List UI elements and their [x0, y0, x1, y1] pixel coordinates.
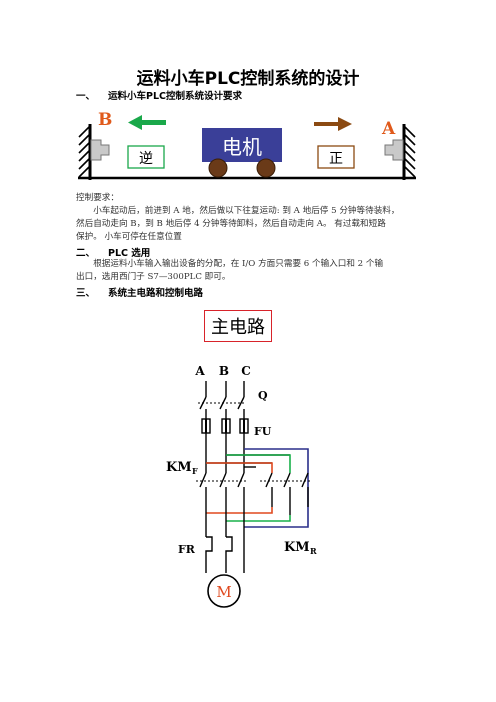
section-2-line-1: 根据运料小车输入输出设备的分配，在 I/O 方面只需要 6 个输入口和 2 个输: [93, 259, 384, 269]
fuse-elements: [205, 419, 245, 433]
kmr-subscript: R: [310, 546, 317, 556]
forward-box: [317, 145, 355, 169]
kmr-label: KM: [284, 540, 310, 555]
green-wire-bottom: [226, 515, 291, 522]
supply-lines: [199, 381, 245, 419]
section-3-number: 三、: [76, 288, 96, 299]
kmf-contacts: [199, 472, 245, 507]
motor-label: 电机: [222, 135, 262, 159]
fr-label: FR: [178, 543, 196, 556]
lines-to-fr: [205, 507, 245, 573]
left-limit-switch: [90, 139, 110, 161]
right-limit-switch: [384, 139, 404, 161]
left-wall-hatching: [78, 125, 91, 178]
main-circuit-diagram: A B C Q FU: [166, 364, 317, 608]
reverse-arrow-icon: [128, 115, 166, 130]
control-requirements-label: 控制要求：: [76, 193, 119, 203]
control-requirements-line-2: 然后自动走向 B，到 B 地后停 4 分钟等待卸料，然后自动走向 A。 有过载和…: [76, 219, 386, 229]
main-circuit-title: 主电路: [204, 310, 272, 342]
phase-a-label: A: [194, 364, 205, 378]
kmf-subscript: F: [192, 466, 198, 476]
point-b-label: B: [98, 110, 112, 130]
kmr-contacts: [265, 472, 309, 515]
section-2-number: 二、: [76, 248, 96, 259]
section-1-heading: 运料小车PLC控制系统设计要求: [108, 91, 242, 102]
section-3-heading: 系统主电路和控制电路: [108, 288, 204, 299]
cart-wheel-right: [256, 158, 276, 178]
reverse-label: 逆: [139, 151, 153, 167]
section-2-line-2: 出口，选用西门子 S7—300PLC 即可。: [76, 272, 231, 282]
fuse-fu-label: FU: [254, 425, 272, 438]
switch-q-label: Q: [258, 389, 268, 402]
right-wall-hatching: [403, 125, 416, 178]
forward-arrow-icon: [314, 117, 352, 131]
motor-m-label: M: [216, 583, 231, 601]
phase-b-label: B: [219, 364, 229, 378]
kmf-label: KM: [166, 460, 192, 475]
section-2-heading: PLC 选用: [108, 248, 151, 259]
red-wire-top: [206, 462, 273, 473]
control-requirements-line-1: 小车起动后，前进到 A 地，然后做以下往复运动: 到 A 地后停 5 分钟等待装…: [93, 206, 400, 216]
reverse-box: [127, 145, 165, 169]
blue-wire: [244, 448, 309, 528]
control-requirements-line-3: 保护。 小车可停在任意位置: [76, 232, 182, 242]
cart-diagram: B A 逆 正 电机: [78, 110, 416, 180]
phase-c-label: C: [241, 364, 251, 378]
document-title: 运料小车PLC控制系统的设计: [136, 69, 360, 89]
section-1-number: 一、: [76, 91, 96, 102]
point-a-label: A: [381, 119, 396, 139]
forward-label: 正: [329, 151, 343, 167]
lines-to-contactors: [205, 433, 290, 473]
red-wire-bottom: [206, 507, 273, 514]
motor-symbol: [207, 574, 241, 608]
green-wire-top: [226, 454, 291, 473]
cart-wheel-left: [208, 158, 228, 178]
motor-cart-body: [202, 128, 282, 162]
